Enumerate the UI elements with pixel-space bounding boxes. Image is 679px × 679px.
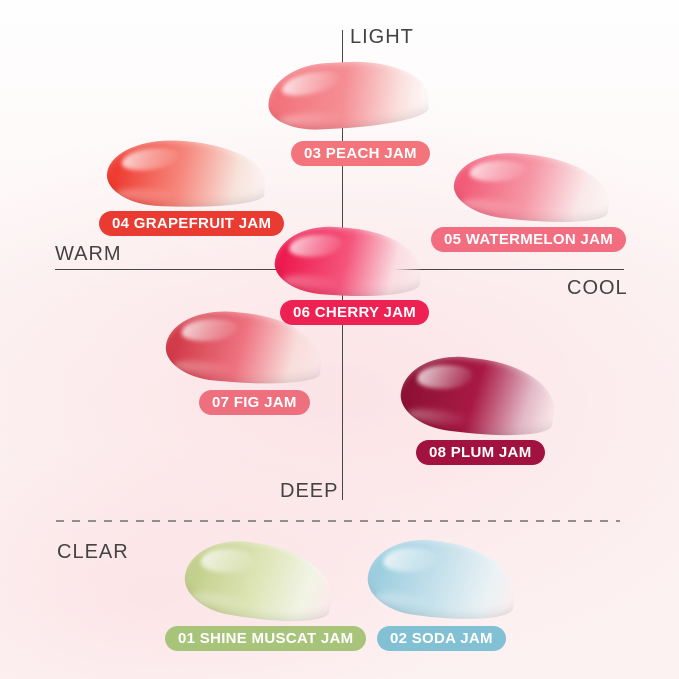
swatch-soda-jam	[363, 533, 521, 627]
swatch-cherry-jam	[272, 222, 424, 302]
product-label-pill: 01 SHINE MUSCAT JAM	[165, 626, 367, 651]
product-label-pill: 04 GRAPEFRUIT JAM	[99, 211, 285, 236]
swatch-plum-jam	[397, 349, 559, 444]
clear-section-divider	[56, 520, 620, 522]
axis-label-deep: DEEP	[280, 480, 339, 502]
axis-label-light: LIGHT	[350, 26, 414, 48]
product-label-pill: 03 PEACH JAM	[291, 141, 430, 166]
product-label-pill: 07 FIG JAM	[199, 390, 310, 415]
axis-label-clear: CLEAR	[57, 541, 129, 563]
swatch-watermelon-jam	[450, 147, 614, 229]
product-label-pill: 05 WATERMELON JAM	[431, 227, 627, 252]
swatch-grapefruit-jam	[105, 138, 267, 210]
product-label-pill: 08 PLUM JAM	[416, 440, 545, 465]
axis-label-warm: WARM	[55, 243, 122, 265]
swatch-peach-jam	[266, 57, 430, 133]
product-label-pill: 06 CHERRY JAM	[280, 300, 430, 325]
axis-label-cool: COOL	[567, 277, 628, 299]
product-label-pill: 02 SODA JAM	[377, 626, 506, 651]
swatch-shine-muscat-jam	[180, 532, 338, 631]
